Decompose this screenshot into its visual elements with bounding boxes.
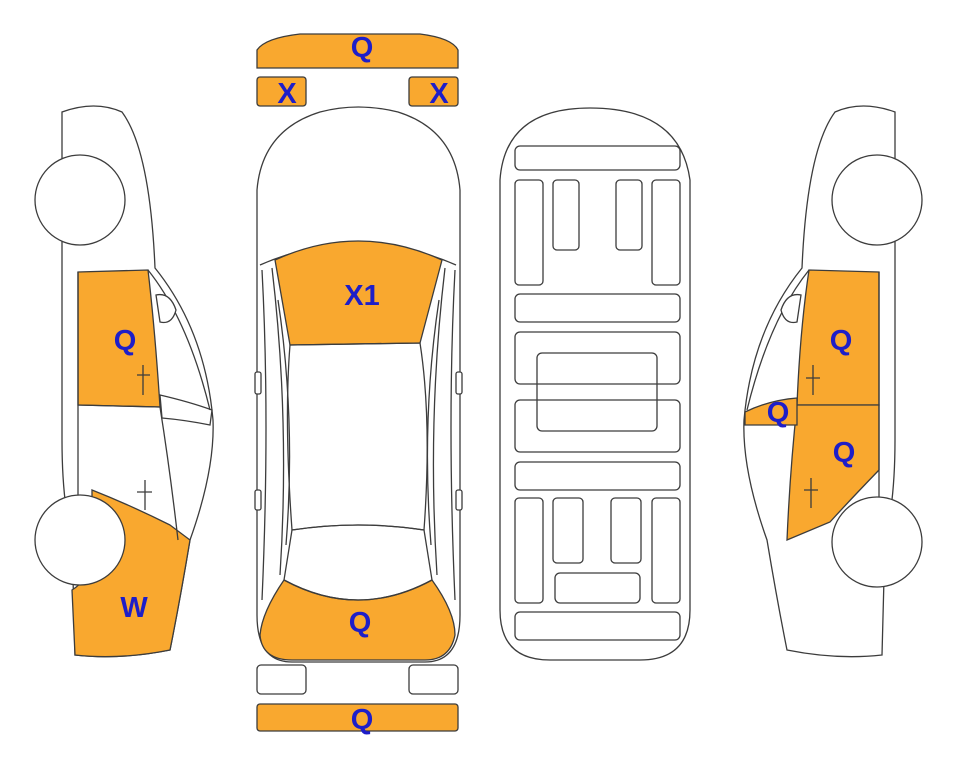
left-rear-door-label: Q bbox=[114, 325, 137, 357]
left-side-line-outer bbox=[261, 269, 267, 601]
underbody-panel-3 bbox=[552, 179, 580, 251]
right-handle-1 bbox=[806, 365, 820, 395]
right-wheel-front bbox=[831, 496, 923, 588]
right-front-door-label: Q bbox=[830, 325, 853, 357]
left-wheel-front bbox=[34, 494, 126, 586]
right-mirror-side bbox=[780, 293, 802, 324]
rear-parts: Q bbox=[256, 664, 459, 736]
top-view-body bbox=[256, 106, 461, 663]
underbody-panel-2 bbox=[514, 179, 544, 286]
underbody-panel-14 bbox=[651, 497, 681, 604]
front-bumper-label: Q bbox=[351, 32, 374, 64]
left-window-line bbox=[277, 299, 291, 546]
underbody-panel-16 bbox=[514, 611, 681, 641]
left-mirror-top bbox=[254, 371, 262, 395]
underbody-panel-5 bbox=[651, 179, 681, 286]
right-handle-2 bbox=[804, 478, 818, 508]
right-rear-door-label: Q bbox=[833, 437, 856, 469]
right-side-view: Q Q Q bbox=[743, 105, 923, 658]
windshield-part[interactable] bbox=[274, 240, 443, 346]
left-window-frame bbox=[147, 269, 211, 411]
underbody-panel-8 bbox=[536, 352, 658, 432]
right-rear-door-part[interactable] bbox=[786, 404, 880, 541]
rear-bumper-part[interactable] bbox=[256, 703, 459, 732]
right-window-frame bbox=[746, 269, 810, 411]
left-wheel-rear bbox=[34, 154, 126, 246]
headlight-right-part[interactable] bbox=[408, 76, 459, 107]
right-mirror-part[interactable] bbox=[744, 397, 798, 426]
top-view: X1 Q bbox=[254, 106, 463, 663]
left-handle-1 bbox=[137, 365, 150, 395]
left-side-line-inner bbox=[271, 267, 285, 576]
right-handle-top bbox=[455, 489, 463, 511]
underbody-view bbox=[499, 107, 691, 661]
right-side-line-outer bbox=[450, 269, 456, 601]
headlight-left-label: X bbox=[277, 78, 297, 110]
rear-bumper-label: Q bbox=[351, 704, 374, 736]
left-window-line bbox=[159, 394, 213, 426]
windshield-label: X1 bbox=[344, 280, 379, 312]
right-mirror-top bbox=[455, 371, 463, 395]
front-parts: Q X X bbox=[256, 32, 459, 110]
front-bumper-part[interactable] bbox=[256, 33, 459, 69]
trunk-line bbox=[283, 524, 433, 601]
left-front-fender-label: W bbox=[120, 592, 148, 624]
right-window-line bbox=[426, 299, 440, 546]
underbody-panel-9 bbox=[514, 399, 681, 453]
left-handle-2 bbox=[137, 480, 152, 510]
headlight-left-part[interactable] bbox=[256, 76, 307, 107]
underbody-panel-1 bbox=[514, 145, 681, 171]
headlight-right-label: X bbox=[429, 78, 449, 110]
underbody-panel-10 bbox=[514, 461, 681, 491]
underbody-panel-13 bbox=[610, 497, 642, 564]
underbody-panel-7 bbox=[514, 331, 681, 385]
underbody-panel-12 bbox=[552, 497, 584, 564]
right-mirror-label: Q bbox=[767, 397, 790, 429]
left-mirror-side bbox=[155, 293, 177, 324]
underbody-panel-15 bbox=[554, 572, 641, 604]
right-side-line-inner bbox=[432, 267, 446, 576]
left-door-line-1 bbox=[77, 404, 179, 541]
rear-window-label: Q bbox=[349, 607, 372, 639]
taillight-right-part[interactable] bbox=[408, 664, 459, 695]
underbody-panel-11 bbox=[514, 497, 544, 604]
right-wheel-rear bbox=[831, 154, 923, 246]
left-side-view: W Q bbox=[34, 105, 214, 658]
underbody-panel-4 bbox=[615, 179, 643, 251]
taillight-left-part[interactable] bbox=[256, 664, 307, 695]
left-handle-top bbox=[254, 489, 262, 511]
underbody-panel-6 bbox=[514, 293, 681, 323]
